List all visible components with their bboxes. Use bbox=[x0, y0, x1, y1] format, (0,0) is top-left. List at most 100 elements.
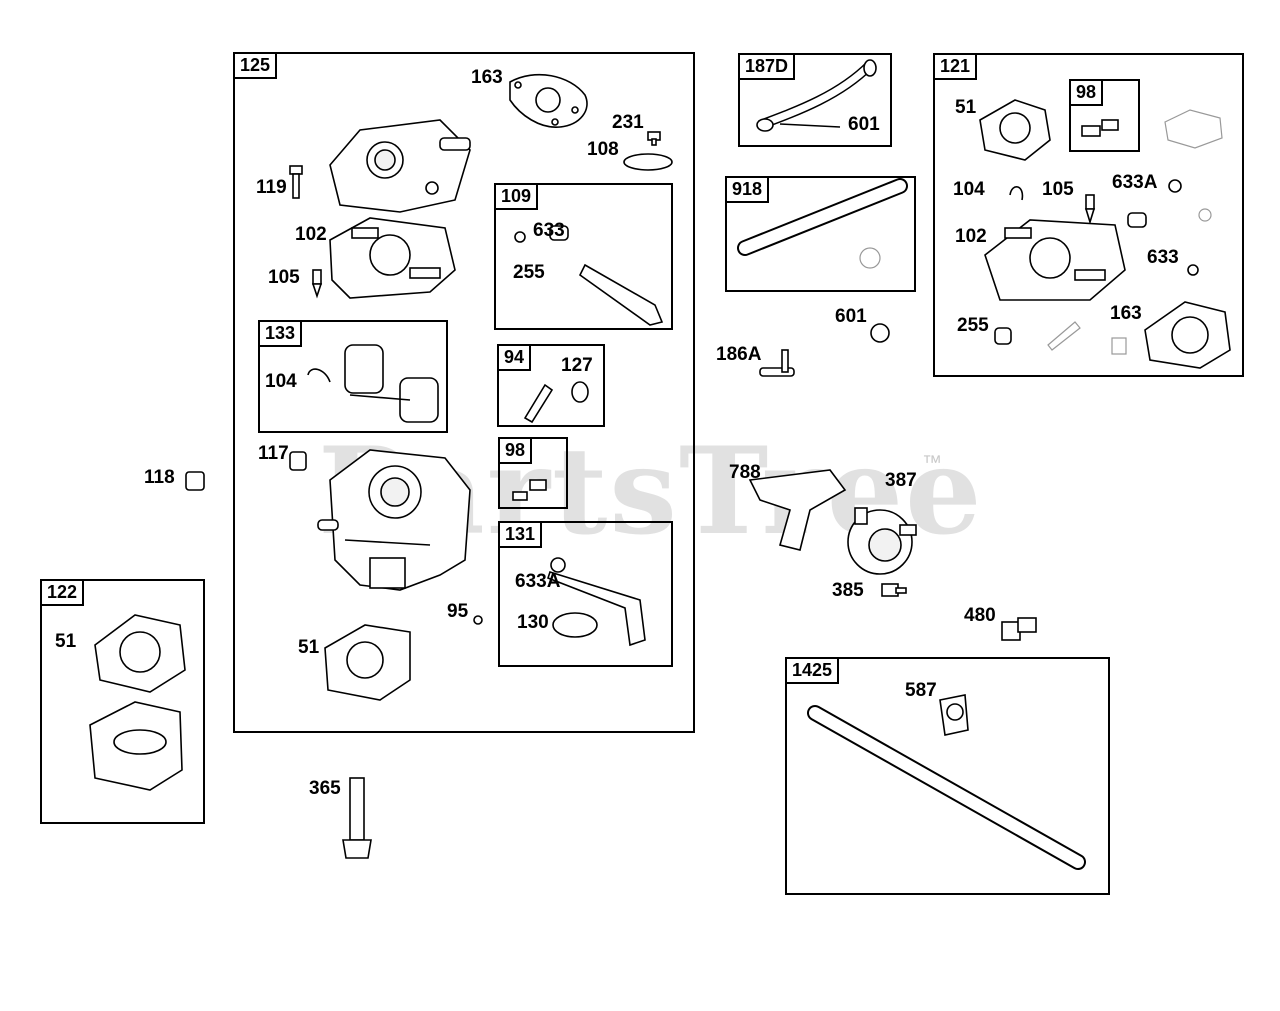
plug-117-icon bbox=[289, 451, 307, 471]
callout-633-121[interactable]: 633 bbox=[1147, 247, 1179, 268]
callout-385[interactable]: 385 bbox=[832, 580, 864, 601]
callout-102-121[interactable]: 102 bbox=[955, 226, 987, 247]
bolt-480-icon bbox=[1001, 617, 1037, 641]
hose-187d-icon bbox=[756, 59, 877, 132]
callout-108[interactable]: 108 bbox=[587, 139, 619, 160]
callout-118[interactable]: 118 bbox=[144, 467, 175, 488]
carburetor-body-icon bbox=[317, 449, 471, 591]
screw-95-icon bbox=[473, 615, 483, 625]
box-131: 131 bbox=[498, 521, 673, 667]
box-918-tag[interactable]: 918 bbox=[725, 176, 770, 203]
gasket-ghost-121-icon bbox=[1164, 109, 1223, 149]
gasket-51-121-icon bbox=[979, 99, 1051, 161]
box-121-tag[interactable]: 121 bbox=[933, 53, 978, 80]
box-109: 109 bbox=[494, 183, 673, 330]
gasket-102-left-icon bbox=[329, 217, 456, 299]
box-187d: 187D bbox=[738, 53, 892, 147]
callout-119[interactable]: 119 bbox=[256, 177, 287, 198]
callout-633-left[interactable]: 633 bbox=[533, 220, 565, 241]
gasket-51-122-icon bbox=[94, 614, 186, 693]
callout-231[interactable]: 231 bbox=[612, 112, 644, 133]
bolt-365-icon bbox=[342, 777, 372, 859]
choke-131-icon bbox=[547, 557, 646, 647]
spacer-122-icon bbox=[89, 701, 183, 791]
jet-255-121-icon bbox=[994, 327, 1012, 345]
callout-51-125[interactable]: 51 bbox=[298, 637, 320, 658]
needle-105-left-icon bbox=[311, 269, 323, 299]
carburetor-top-body-icon bbox=[329, 119, 471, 213]
needle-94-icon bbox=[523, 381, 589, 424]
callout-587[interactable]: 587 bbox=[905, 680, 937, 701]
box-125-tag[interactable]: 125 bbox=[233, 52, 278, 79]
callout-788[interactable]: 788 bbox=[729, 462, 761, 483]
trademark: ™ bbox=[922, 452, 942, 474]
callout-163-121[interactable]: 163 bbox=[1110, 303, 1142, 324]
callout-51-121[interactable]: 51 bbox=[955, 97, 977, 118]
box-133: 133 bbox=[258, 320, 448, 433]
fitting-186a-icon bbox=[759, 349, 795, 377]
box-918: 918 bbox=[725, 176, 916, 292]
callout-105-left[interactable]: 105 bbox=[268, 267, 300, 288]
box-98-left: 98 bbox=[498, 437, 568, 509]
callout-255-left[interactable]: 255 bbox=[513, 262, 545, 283]
fuel-pump-387-icon bbox=[847, 507, 917, 575]
box-1425: 1425 bbox=[785, 657, 1110, 895]
callout-633a-121[interactable]: 633A bbox=[1112, 172, 1158, 193]
callout-105-121[interactable]: 105 bbox=[1042, 179, 1074, 200]
hose-918-icon bbox=[737, 178, 908, 269]
plate-108-icon bbox=[623, 153, 673, 171]
callout-255-121[interactable]: 255 bbox=[957, 315, 989, 336]
box-98-right-tag[interactable]: 98 bbox=[1069, 79, 1104, 106]
box-121: 121 bbox=[933, 53, 1244, 377]
callout-387[interactable]: 387 bbox=[885, 470, 917, 491]
box-131-tag[interactable]: 131 bbox=[498, 521, 543, 548]
ghost-spring-121-icon bbox=[1111, 337, 1127, 355]
callout-104-left[interactable]: 104 bbox=[265, 371, 297, 392]
callout-127[interactable]: 127 bbox=[561, 355, 593, 376]
box-109-tag[interactable]: 109 bbox=[494, 183, 539, 210]
callout-51-122[interactable]: 51 bbox=[55, 631, 77, 652]
callout-601-clamp[interactable]: 601 bbox=[835, 306, 867, 327]
ghost-washer-121-icon bbox=[1198, 208, 1212, 222]
gasket-51-bottom-icon bbox=[324, 624, 411, 701]
screw-385-icon bbox=[881, 583, 907, 597]
box-187d-tag[interactable]: 187D bbox=[738, 53, 796, 80]
callout-480[interactable]: 480 bbox=[964, 605, 996, 626]
box-1425-tag[interactable]: 1425 bbox=[785, 657, 840, 684]
callout-95[interactable]: 95 bbox=[447, 601, 469, 622]
box-94: 94 bbox=[497, 344, 605, 427]
callout-186a[interactable]: 186A bbox=[716, 344, 762, 365]
box-98-left-tag[interactable]: 98 bbox=[498, 437, 533, 464]
box-122-tag[interactable]: 122 bbox=[40, 579, 85, 606]
ghost-needle-121-icon bbox=[1047, 321, 1081, 351]
callout-633a-left[interactable]: 633A bbox=[515, 571, 561, 592]
washer-633a-121-icon bbox=[1168, 179, 1182, 193]
callout-601-hose[interactable]: 601 bbox=[848, 114, 880, 135]
callout-163-top[interactable]: 163 bbox=[471, 67, 503, 88]
group-109-parts-icon bbox=[514, 225, 664, 326]
gasket-163-top-icon bbox=[509, 73, 588, 128]
screw-231-icon bbox=[647, 131, 661, 146]
bracket-788-icon bbox=[748, 469, 847, 551]
plug-118-icon bbox=[185, 471, 205, 491]
box-125: 125 bbox=[233, 52, 695, 733]
clip-587-icon bbox=[939, 694, 969, 736]
fitting-121-icon bbox=[1127, 212, 1147, 228]
callout-130[interactable]: 130 bbox=[517, 612, 549, 633]
callout-104-121[interactable]: 104 bbox=[953, 179, 985, 200]
spring-98a-icon bbox=[512, 479, 547, 501]
washer-633-121-icon bbox=[1187, 264, 1199, 276]
tube-1425-icon bbox=[807, 705, 1086, 870]
callout-102-left[interactable]: 102 bbox=[295, 224, 327, 245]
box-133-tag[interactable]: 133 bbox=[258, 320, 303, 347]
box-98-right: 98 bbox=[1069, 79, 1140, 152]
float-133-icon bbox=[307, 344, 439, 423]
callout-117[interactable]: 117 bbox=[258, 443, 289, 464]
gasket-102-121-icon bbox=[984, 219, 1126, 301]
needle-105-121-icon bbox=[1084, 194, 1096, 225]
box-94-tag[interactable]: 94 bbox=[497, 344, 532, 371]
callout-365[interactable]: 365 bbox=[309, 778, 341, 799]
clip-104-121-icon bbox=[1009, 186, 1024, 201]
